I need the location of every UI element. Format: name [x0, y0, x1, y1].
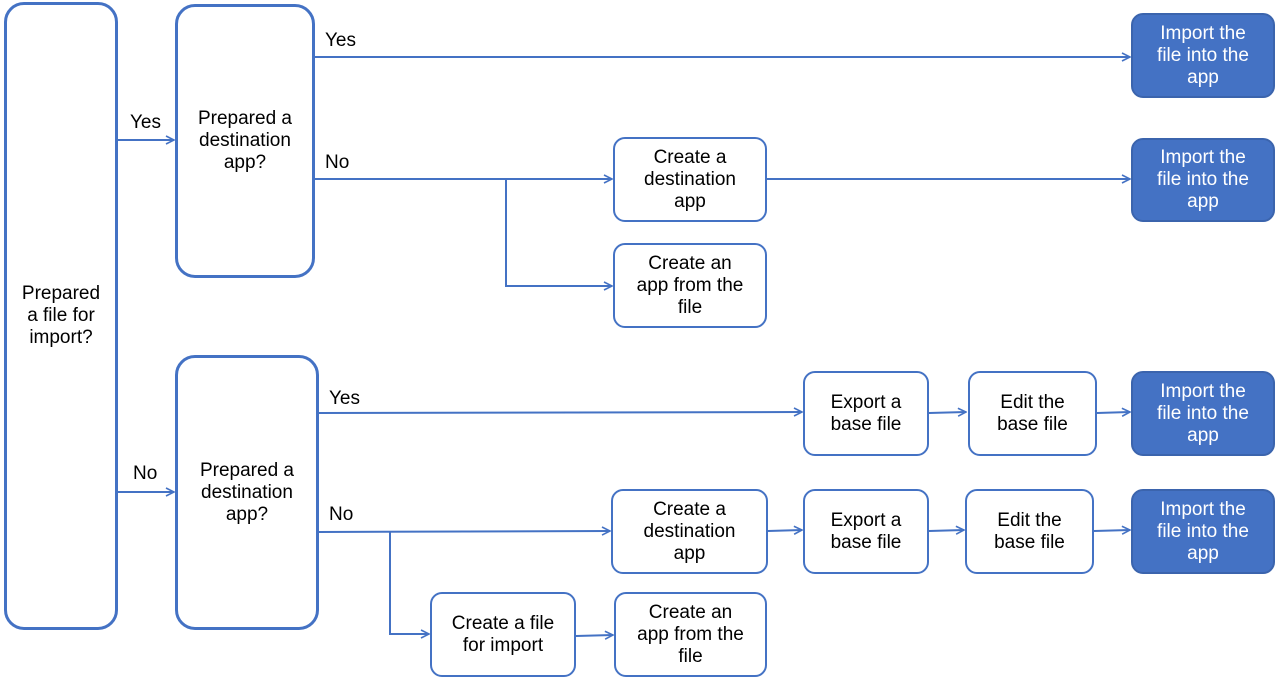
- decision-destination-app-bottom: Prepared a destination app?: [175, 355, 319, 630]
- connector-edit-1-import-3: [1096, 412, 1130, 413]
- decision-destination-app-top: Prepared a destination app?: [175, 4, 315, 278]
- step-import-3: Import the file into the app: [1131, 371, 1275, 456]
- label-root-no: No: [133, 463, 158, 484]
- step-create-destination-app-1: Create a destination app: [613, 137, 767, 222]
- step-edit-base-file-2: Edit the base file: [965, 489, 1094, 574]
- connector-create-file-create-app-2: [575, 635, 613, 636]
- connector-export-1-edit-1: [928, 412, 966, 413]
- step-edit-base-file-1: Edit the base file: [968, 371, 1097, 456]
- step-import-4: Import the file into the app: [1131, 489, 1275, 574]
- connector-edit-2-import-4: [1093, 530, 1130, 531]
- label-top-no: No: [325, 152, 350, 173]
- decision-file-prepared: Prepared a file for import?: [4, 2, 118, 630]
- connector-top-no-branch: [505, 179, 612, 286]
- label-top-yes: Yes: [325, 30, 356, 51]
- label-bottom-yes: Yes: [329, 388, 360, 409]
- connector-bottom-yes: [318, 412, 802, 413]
- label-root-yes: Yes: [130, 112, 161, 133]
- connector-export-2-edit-2: [928, 530, 964, 531]
- connector-create-dest-2-export-2: [767, 530, 802, 531]
- step-export-base-file-2: Export a base file: [803, 489, 929, 574]
- label-bottom-no: No: [329, 504, 354, 525]
- step-create-app-from-file-1: Create an app from the file: [613, 243, 767, 328]
- step-import-1: Import the file into the app: [1131, 13, 1275, 98]
- step-import-2: Import the file into the app: [1131, 138, 1275, 222]
- connector-bottom-no: [318, 531, 610, 532]
- step-create-destination-app-2: Create a destination app: [611, 489, 768, 574]
- step-create-app-from-file-2: Create an app from the file: [614, 592, 767, 677]
- step-create-file-for-import: Create a file for import: [430, 592, 576, 677]
- connector-bottom-no-branch: [389, 532, 429, 634]
- step-export-base-file-1: Export a base file: [803, 371, 929, 456]
